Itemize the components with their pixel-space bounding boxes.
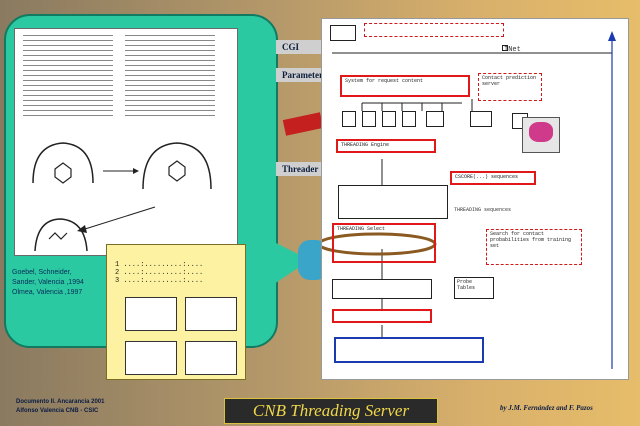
paper-excerpt bbox=[14, 28, 238, 256]
doc-line bbox=[23, 60, 113, 61]
contact-matrix bbox=[185, 297, 237, 331]
doc-line bbox=[125, 45, 215, 46]
seq-box bbox=[402, 111, 416, 127]
doc-line bbox=[23, 105, 113, 106]
doc-line bbox=[125, 100, 215, 101]
protein-image bbox=[529, 122, 553, 142]
connector-label: CGI bbox=[282, 42, 300, 52]
alignment-panel: 1 ....:.........:.... 2 ....:.........:.… bbox=[106, 244, 246, 380]
doc-line bbox=[23, 35, 113, 36]
footer-line: Alfonso Valencia CNB - CSIC bbox=[16, 408, 99, 414]
footer-credits: by J.M. Fernández and F. Pazos bbox=[500, 404, 593, 412]
doc-line bbox=[23, 70, 113, 71]
doc-line bbox=[23, 65, 113, 66]
connector-label: Threader bbox=[282, 164, 319, 174]
architecture-diagram: INet System for request content Contact … bbox=[321, 18, 629, 380]
results-filter-box bbox=[332, 309, 432, 323]
threading-select-box: THREADING Select bbox=[332, 223, 436, 263]
contact-matrix bbox=[125, 341, 177, 375]
doc-line bbox=[23, 90, 113, 91]
doc-line bbox=[23, 115, 113, 116]
inet-label: INet bbox=[504, 46, 521, 54]
doc-line bbox=[125, 115, 215, 116]
seq-box bbox=[382, 111, 396, 127]
contact-server-box: Contact prediction server bbox=[478, 73, 542, 101]
contact-matrix bbox=[125, 297, 177, 331]
reference-citations: Goebel, Schneider, Sander, Valencia ,199… bbox=[12, 268, 107, 298]
footer-line: Documento II. Ancarancia 2001 bbox=[16, 399, 105, 405]
doc-line bbox=[23, 50, 113, 51]
doc-line bbox=[125, 70, 215, 71]
doc-line bbox=[23, 100, 113, 101]
seq-box bbox=[470, 111, 492, 127]
cgi-connector: CGI bbox=[276, 40, 324, 54]
doc-line bbox=[23, 75, 113, 76]
connector-label: Parameters bbox=[282, 70, 327, 80]
doc-line bbox=[125, 80, 215, 81]
doc-line bbox=[125, 40, 215, 41]
seq-box bbox=[362, 111, 376, 127]
seq-box bbox=[342, 111, 356, 127]
doc-line bbox=[125, 60, 215, 61]
request-header bbox=[364, 23, 504, 37]
system-box: System for request content bbox=[340, 75, 470, 97]
alignment-row: 2 ....:.........:.... bbox=[115, 269, 204, 277]
parameters-connector: Parameters bbox=[276, 68, 327, 82]
probe-tables-box: Probe Tables bbox=[454, 277, 494, 299]
inet-marker bbox=[502, 45, 508, 51]
reference-line: Sander, Valencia ,1994 bbox=[12, 279, 84, 286]
results-box bbox=[332, 279, 432, 299]
footer-left: Documento II. Ancarancia 2001 Alfonso Va… bbox=[16, 398, 104, 416]
doc-line bbox=[23, 110, 113, 111]
threading-seq-label: THREADING sequences bbox=[454, 207, 512, 213]
doc-line bbox=[125, 90, 215, 91]
reference-line: Olmea, Valencia ,1997 bbox=[12, 289, 83, 296]
doc-line bbox=[23, 55, 113, 56]
doc-line bbox=[125, 95, 215, 96]
protein-monitor bbox=[522, 117, 560, 153]
cscore-box: CSCORE(...) sequences bbox=[450, 171, 536, 185]
doc-line bbox=[23, 85, 113, 86]
sequence-stack bbox=[338, 185, 448, 219]
output-box bbox=[334, 337, 484, 363]
doc-line bbox=[125, 35, 215, 36]
entry-box bbox=[330, 25, 356, 41]
doc-line bbox=[125, 65, 215, 66]
contact-schematic bbox=[32, 142, 212, 252]
doc-line bbox=[23, 80, 113, 81]
doc-line bbox=[23, 45, 113, 46]
doc-line bbox=[23, 40, 113, 41]
doc-line bbox=[125, 50, 215, 51]
reference-line: Goebel, Schneider, bbox=[12, 269, 72, 276]
red-connector bbox=[282, 112, 324, 136]
contact-matrix bbox=[185, 341, 237, 375]
doc-line bbox=[125, 110, 215, 111]
seq-box bbox=[426, 111, 444, 127]
alignment-row: 1 ....:.........:.... bbox=[115, 261, 204, 269]
doc-line bbox=[125, 105, 215, 106]
threading-engine-box: THREADING Engine bbox=[336, 139, 436, 153]
doc-line bbox=[125, 55, 215, 56]
alignment-row: 3 ....:.........:.... bbox=[115, 277, 204, 285]
doc-line bbox=[125, 75, 215, 76]
slide-title: CNB Threading Server bbox=[224, 398, 438, 424]
threader-connector: Threader bbox=[276, 162, 324, 176]
doc-line bbox=[125, 85, 215, 86]
search-box: Search for contact probabilities from tr… bbox=[486, 229, 582, 265]
doc-line bbox=[23, 95, 113, 96]
